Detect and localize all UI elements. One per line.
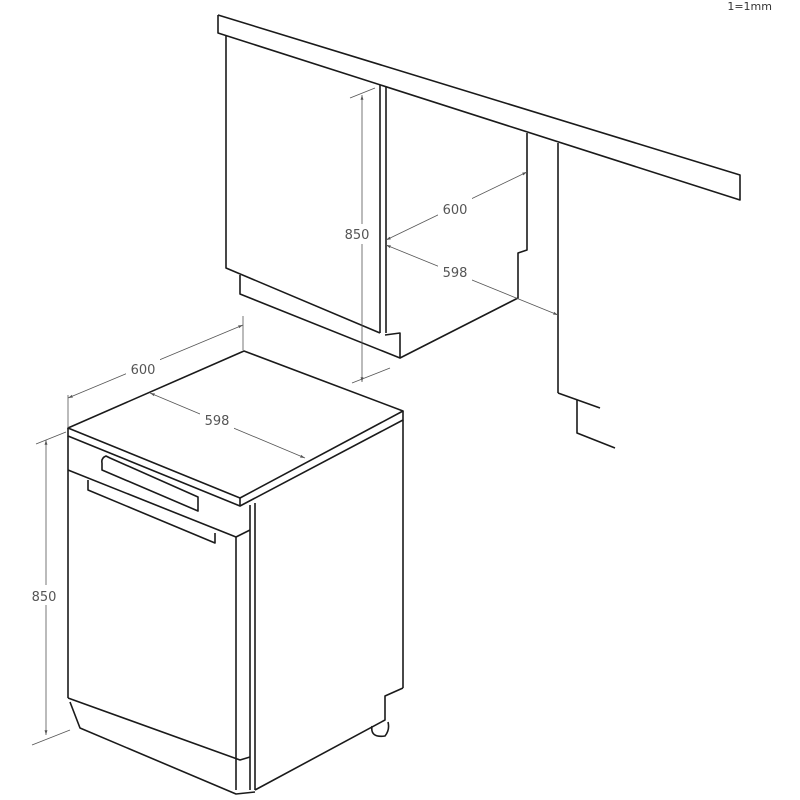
freestanding-dishwasher: 600 598 850: [26, 316, 404, 795]
built-in-width-label: 598: [443, 266, 468, 281]
freestanding-width-label: 598: [205, 414, 230, 429]
built-in-height-label: 850: [345, 228, 370, 243]
scale-note: 1=1mm: [727, 0, 772, 13]
freestanding-height-label: 850: [32, 590, 57, 605]
built-in-depth-label: 600: [443, 203, 468, 218]
built-in-installation: 850 600 598: [217, 14, 741, 449]
freestanding-depth-label: 600: [131, 363, 156, 378]
